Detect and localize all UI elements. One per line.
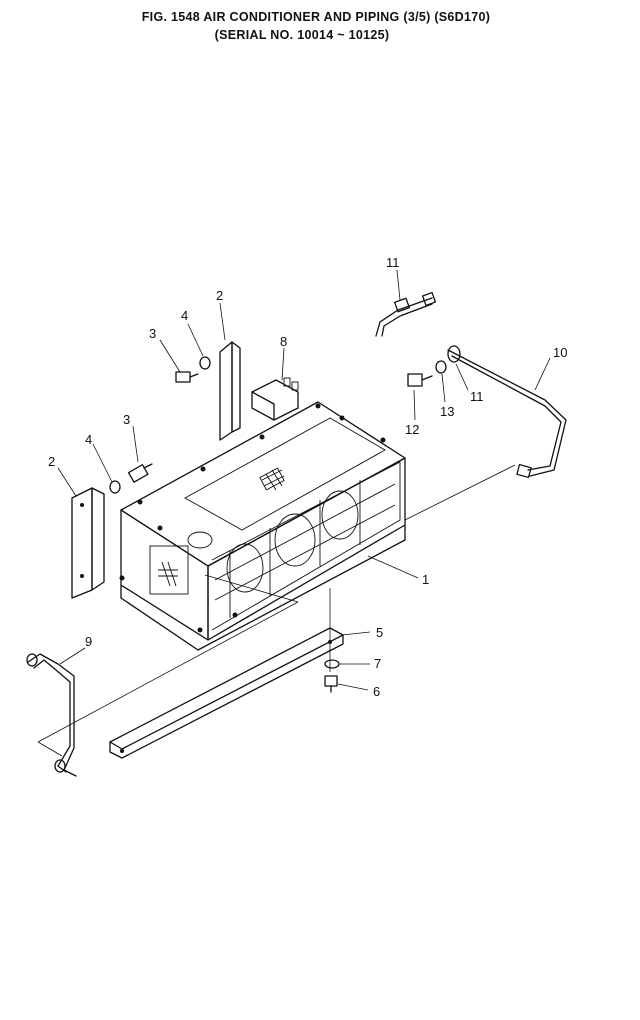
air-conditioner-unit	[119, 401, 406, 651]
washer-4-lower	[109, 480, 121, 494]
figure-title: FIG. 1548 AIR CONDITIONER AND PIPING (3/…	[141, 10, 491, 24]
callout-7: 7	[374, 656, 381, 671]
callout-5: 5	[376, 625, 383, 640]
callout-4-lower: 4	[85, 432, 92, 447]
washer-4-upper	[199, 356, 211, 370]
callout-10: 10	[553, 345, 567, 360]
callout-8: 8	[280, 334, 287, 349]
pipe-10	[375, 291, 567, 479]
callout-2-left: 2	[48, 454, 55, 469]
bracket-top	[219, 341, 241, 441]
top-grille	[259, 467, 285, 491]
pipe-9	[26, 653, 77, 777]
bracket-left	[71, 487, 105, 599]
callout-13: 13	[440, 404, 454, 419]
callout-12: 12	[405, 422, 419, 437]
bolt-12	[407, 373, 433, 387]
callout-3-lower: 3	[123, 412, 130, 427]
washer-13	[435, 360, 447, 374]
cover-plate	[109, 627, 344, 759]
callout-4-upper: 4	[181, 308, 188, 323]
side-grille	[149, 545, 189, 595]
callout-1: 1	[422, 572, 429, 587]
callout-3-upper: 3	[149, 326, 156, 341]
serial-range: (SERIAL NO. 10014 ~ 10125)	[214, 28, 390, 42]
bolt-3-lower	[127, 463, 153, 483]
callout-2-top: 2	[216, 288, 223, 303]
mounting-bolts	[119, 403, 386, 633]
bolt-6	[324, 675, 338, 693]
callout-6: 6	[373, 684, 380, 699]
relay	[251, 377, 299, 421]
callout-11-lower: 11	[470, 389, 484, 404]
callout-9: 9	[85, 634, 92, 649]
bolt-3-upper	[175, 371, 199, 383]
washer-7	[324, 659, 340, 669]
callout-11-upper: 11	[386, 255, 400, 270]
fan-coil-detail	[211, 461, 401, 631]
